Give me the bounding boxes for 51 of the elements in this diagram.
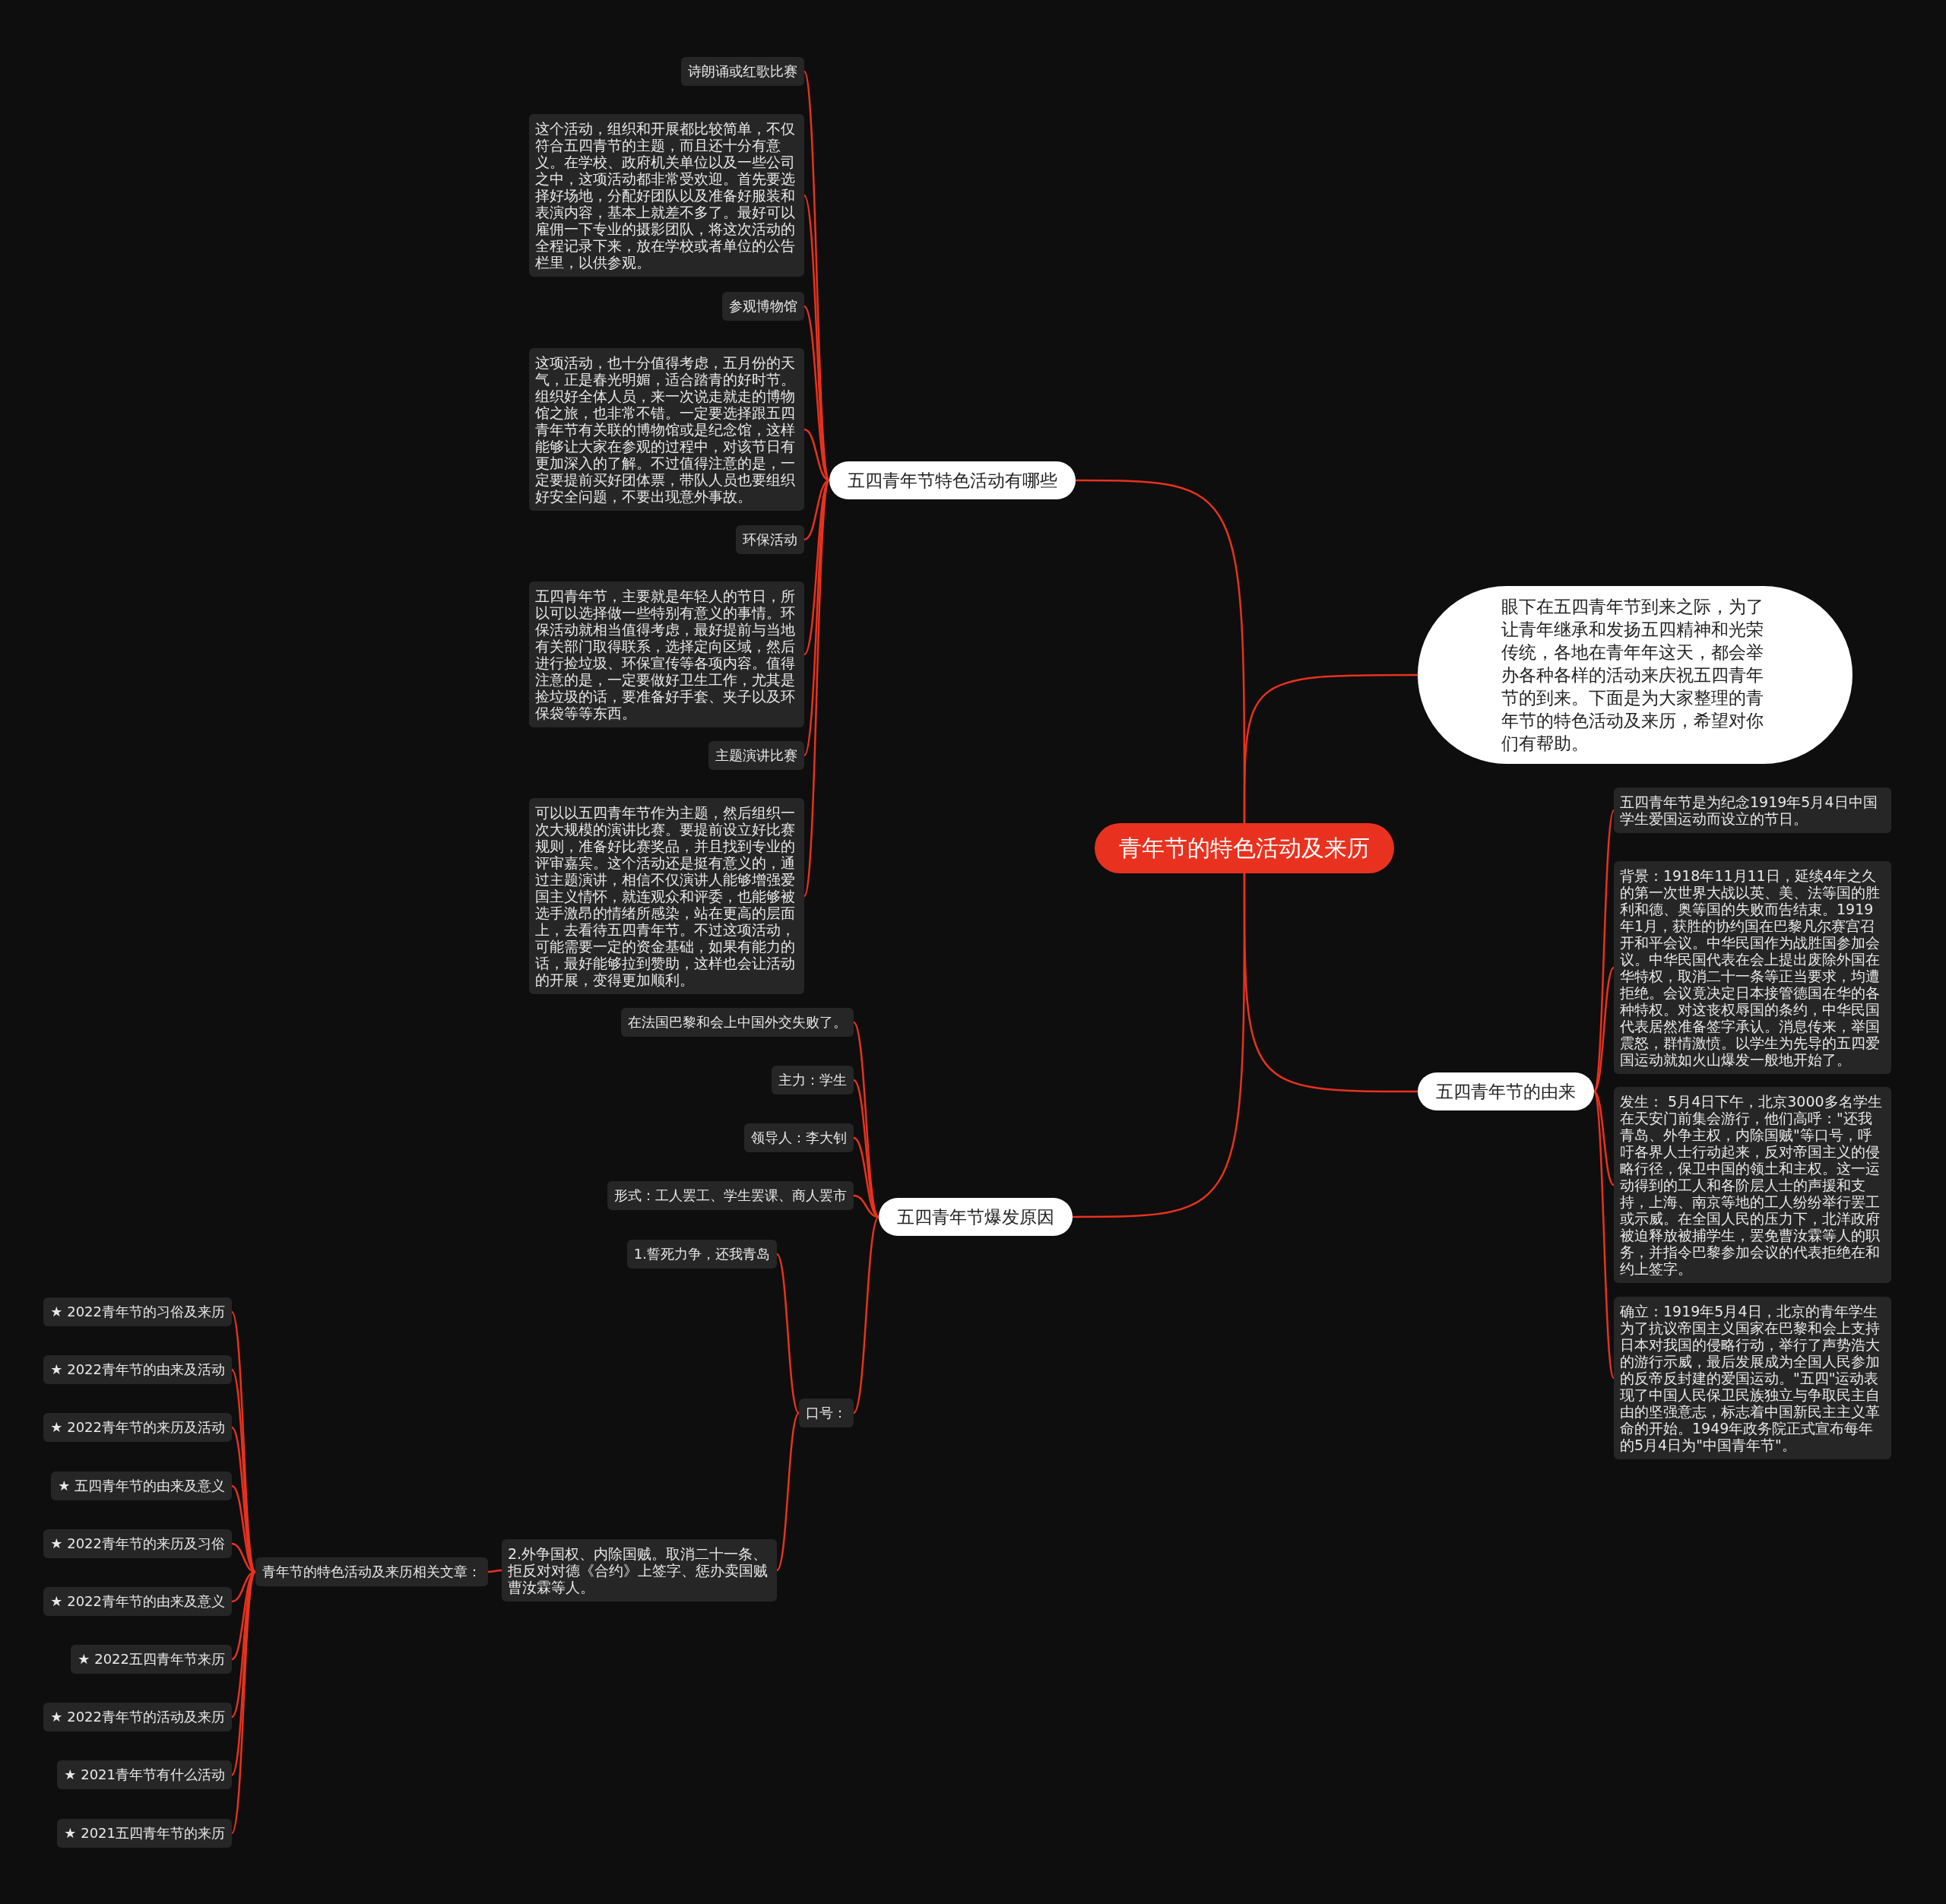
topic-pill: 五四青年节特色活动有哪些	[829, 461, 1076, 499]
topic-pill: 五四青年节爆发原因	[879, 1198, 1073, 1236]
subtopic-label: ★ 2022青年节的由来及活动	[43, 1355, 232, 1384]
subtopic-label: 形式：工人罢工、学生罢课、商人罢市	[607, 1181, 854, 1210]
subtopic-label: 领导人：李大钊	[744, 1123, 854, 1152]
subtopic-label: 环保活动	[736, 525, 804, 554]
subtopic-label: 青年节的特色活动及来历相关文章：	[255, 1557, 488, 1586]
connector-line	[1593, 967, 1615, 1092]
topic-pill: 五四青年节的由来	[1418, 1072, 1594, 1110]
subtopic-label: ★ 2022五四青年节来历	[71, 1645, 232, 1674]
note-card: 2.外争国权、内除国贼。取消二十一条、拒反对对德《合约》上签字、惩办卖国贼曹汝霖等人。	[502, 1539, 777, 1601]
note-card: 这项活动，也十分值得考虑，五月份的天气，正是春光明媚，适合踏青的好时节。组织好全体人员，来一次说走就走的博物馆之旅，也非常不错。一定要选择跟五四青年节有关联的博物馆或是纪念馆，这样能够让大家在参观的过程中，对该节日有更加深入的了解。不过值得注意的是，一定要提前买好团体票，带队人员也要组织好安全问题，不要出现意外事故。	[529, 348, 804, 511]
connector-line	[853, 1022, 880, 1218]
subtopic-label: 1.誓死力争，还我青岛	[626, 1240, 777, 1269]
connector-line	[803, 480, 831, 897]
note-card: 可以以五四青年节作为主题，然后组织一次大规模的演讲比赛。要提前设立好比赛规则，准备好比赛奖品，并且找到专业的评审嘉宾。这个活动还是挺有意义的，通过主题演讲，相信不仅演讲人能够增强爱国主义情怀，就连观众和评委，也能够被选手激昂的情绪所感染，站在更高的层面上，去看待五四青年节。不过这项活动，可能需要一定的资金基础，如果有能力的话，最好能够拉到赞助，这样也会让活动的开展，变得更加顺利。	[529, 798, 804, 994]
connector-line	[1243, 673, 1418, 823]
connector-line	[853, 1194, 880, 1218]
subtopic-label: 主力：学生	[772, 1066, 854, 1095]
note-card: 这个活动，组织和开展都比较简单，不仅符合五四青节的主题，而且还十分有意义。在学校、政府机关单位以及一些公司之中，这项活动都非常受欢迎。首先要选择好场地，分配好团队以及准备好服装和表演内容，基本上就差不多了。最好可以雇佣一下专业的摄影团队，将这次活动的全程记录下来，放在学校或者单位的公告栏里，以供参观。	[529, 114, 804, 277]
connector-line	[230, 1369, 257, 1573]
subtopic-label: ★ 2022青年节的活动及来历	[43, 1703, 232, 1731]
subtopic-label: 在法国巴黎和会上中国外交失败了。	[621, 1008, 854, 1037]
subtopic-label: ★ 2021青年节有什么活动	[57, 1760, 232, 1789]
subtopic-label: ★ 2021五四青年节的来历	[57, 1819, 232, 1848]
subtopic-label: ★ 2022青年节的由来及意义	[43, 1587, 232, 1616]
subtopic-label: 主题演讲比赛	[708, 741, 804, 770]
note-card: 五四青年节是为纪念1919年5月4日中国学生爱国运动而设立的节日。	[1614, 787, 1891, 833]
connector-line	[776, 1412, 800, 1571]
note-card: 五四青年节，主要就是年轻人的节日，所以可以选择做一些特别有意义的事情。环保活动就相当值得考虑，最好提前与当地有关部门取得联系，选择定向区域，然后进行捡垃圾、环保宣传等各项内容。值得注意的是，一定要做好卫生工作，尤其是捡垃圾的话，要准备好手套、夹子以及环保袋等等东西。	[529, 581, 804, 727]
connector-line	[1593, 1091, 1615, 1186]
connector-line	[1073, 873, 1246, 1218]
subtopic-label: 口号：	[799, 1399, 854, 1427]
subtopic-label: ★ 2022青年节的习俗及来历	[43, 1297, 232, 1326]
subtopic-label: ★ 2022青年节的来历及活动	[43, 1413, 232, 1442]
connector-line	[853, 1216, 880, 1414]
intro-bubble: 眼下在五四青年节到来之际，为了让青年继承和发扬五四精神和光荣传统，各地在青年年这天，都会举办各种各样的活动来庆祝五四青年节的到来。下面是为大家整理的青年节的特色活动及来历，希望对你们有帮助。	[1418, 586, 1853, 764]
subtopic-label: 参观博物馆	[722, 292, 804, 321]
subtopic-label: ★ 2022青年节的来历及习俗	[43, 1529, 232, 1558]
subtopic-label: 诗朗诵或红歌比赛	[681, 57, 804, 86]
connector-line	[803, 428, 830, 482]
connector-line	[776, 1253, 800, 1414]
note-card: 确立：1919年5月4日，北京的青年学生为了抗议帝国主义国家在巴黎和会上支持日本对我国的侵略行动，举行了声势浩大的游行示威，最后发展成为全国人民参加的反帝反封建的爱国运动。"五四"运动表现了中国人民保卫民族独立与争取民主自由的坚强意志，标志着中国新民主主义革命的开始。1949年政务院正式宣布每年的5月4日为"中国青年节"。	[1614, 1297, 1891, 1459]
note-card: 背景：1918年11月11日，延续4年之久的第一次世界大战以英、美、法等国的胜利和德、奥等国的失败而告结束。1919年1月，获胜的协约国在巴黎凡尔赛宫召开和平会议。中华民国作为战胜国参加会议。中华民国代表在会上提出废除外国在华特权，取消二十一条等正当要求，均遭拒绝。会议竟决定日本接管德国在华的各种特权。对这丧权辱国的条约，中华民国代表居然准备签字承认。消息传来，举国震怒，群情激愤。以学生为先导的五四爱国运动就如火山爆发一般地开始了。	[1614, 861, 1891, 1074]
note-card: 发生： 5月4日下午，北京3000多名学生在天安门前集会游行，他们高呼："还我青岛、外争主权，内除国贼"等口号，呼吁各界人士行动起来，反对帝国主义的侵略行径，保卫中国的领土和主权。这一运动得到的工人和各阶层人士的声援和支持，上海、南京等地的工人纷纷举行罢工或示威。在全国人民的压力下，北洋政府被迫释放被捕学生，罢免曹汝霖等人的职务，并指令巴黎参加会议的代表拒绝在和约上签字。	[1614, 1087, 1891, 1283]
connector-line	[230, 1571, 257, 1834]
subtopic-label: ★ 五四青年节的由来及意义	[51, 1472, 232, 1500]
connector-line	[230, 1571, 257, 1776]
connector-line	[487, 1569, 502, 1573]
central-topic: 青年节的特色活动及来历	[1095, 823, 1394, 873]
connector-line	[803, 479, 830, 541]
